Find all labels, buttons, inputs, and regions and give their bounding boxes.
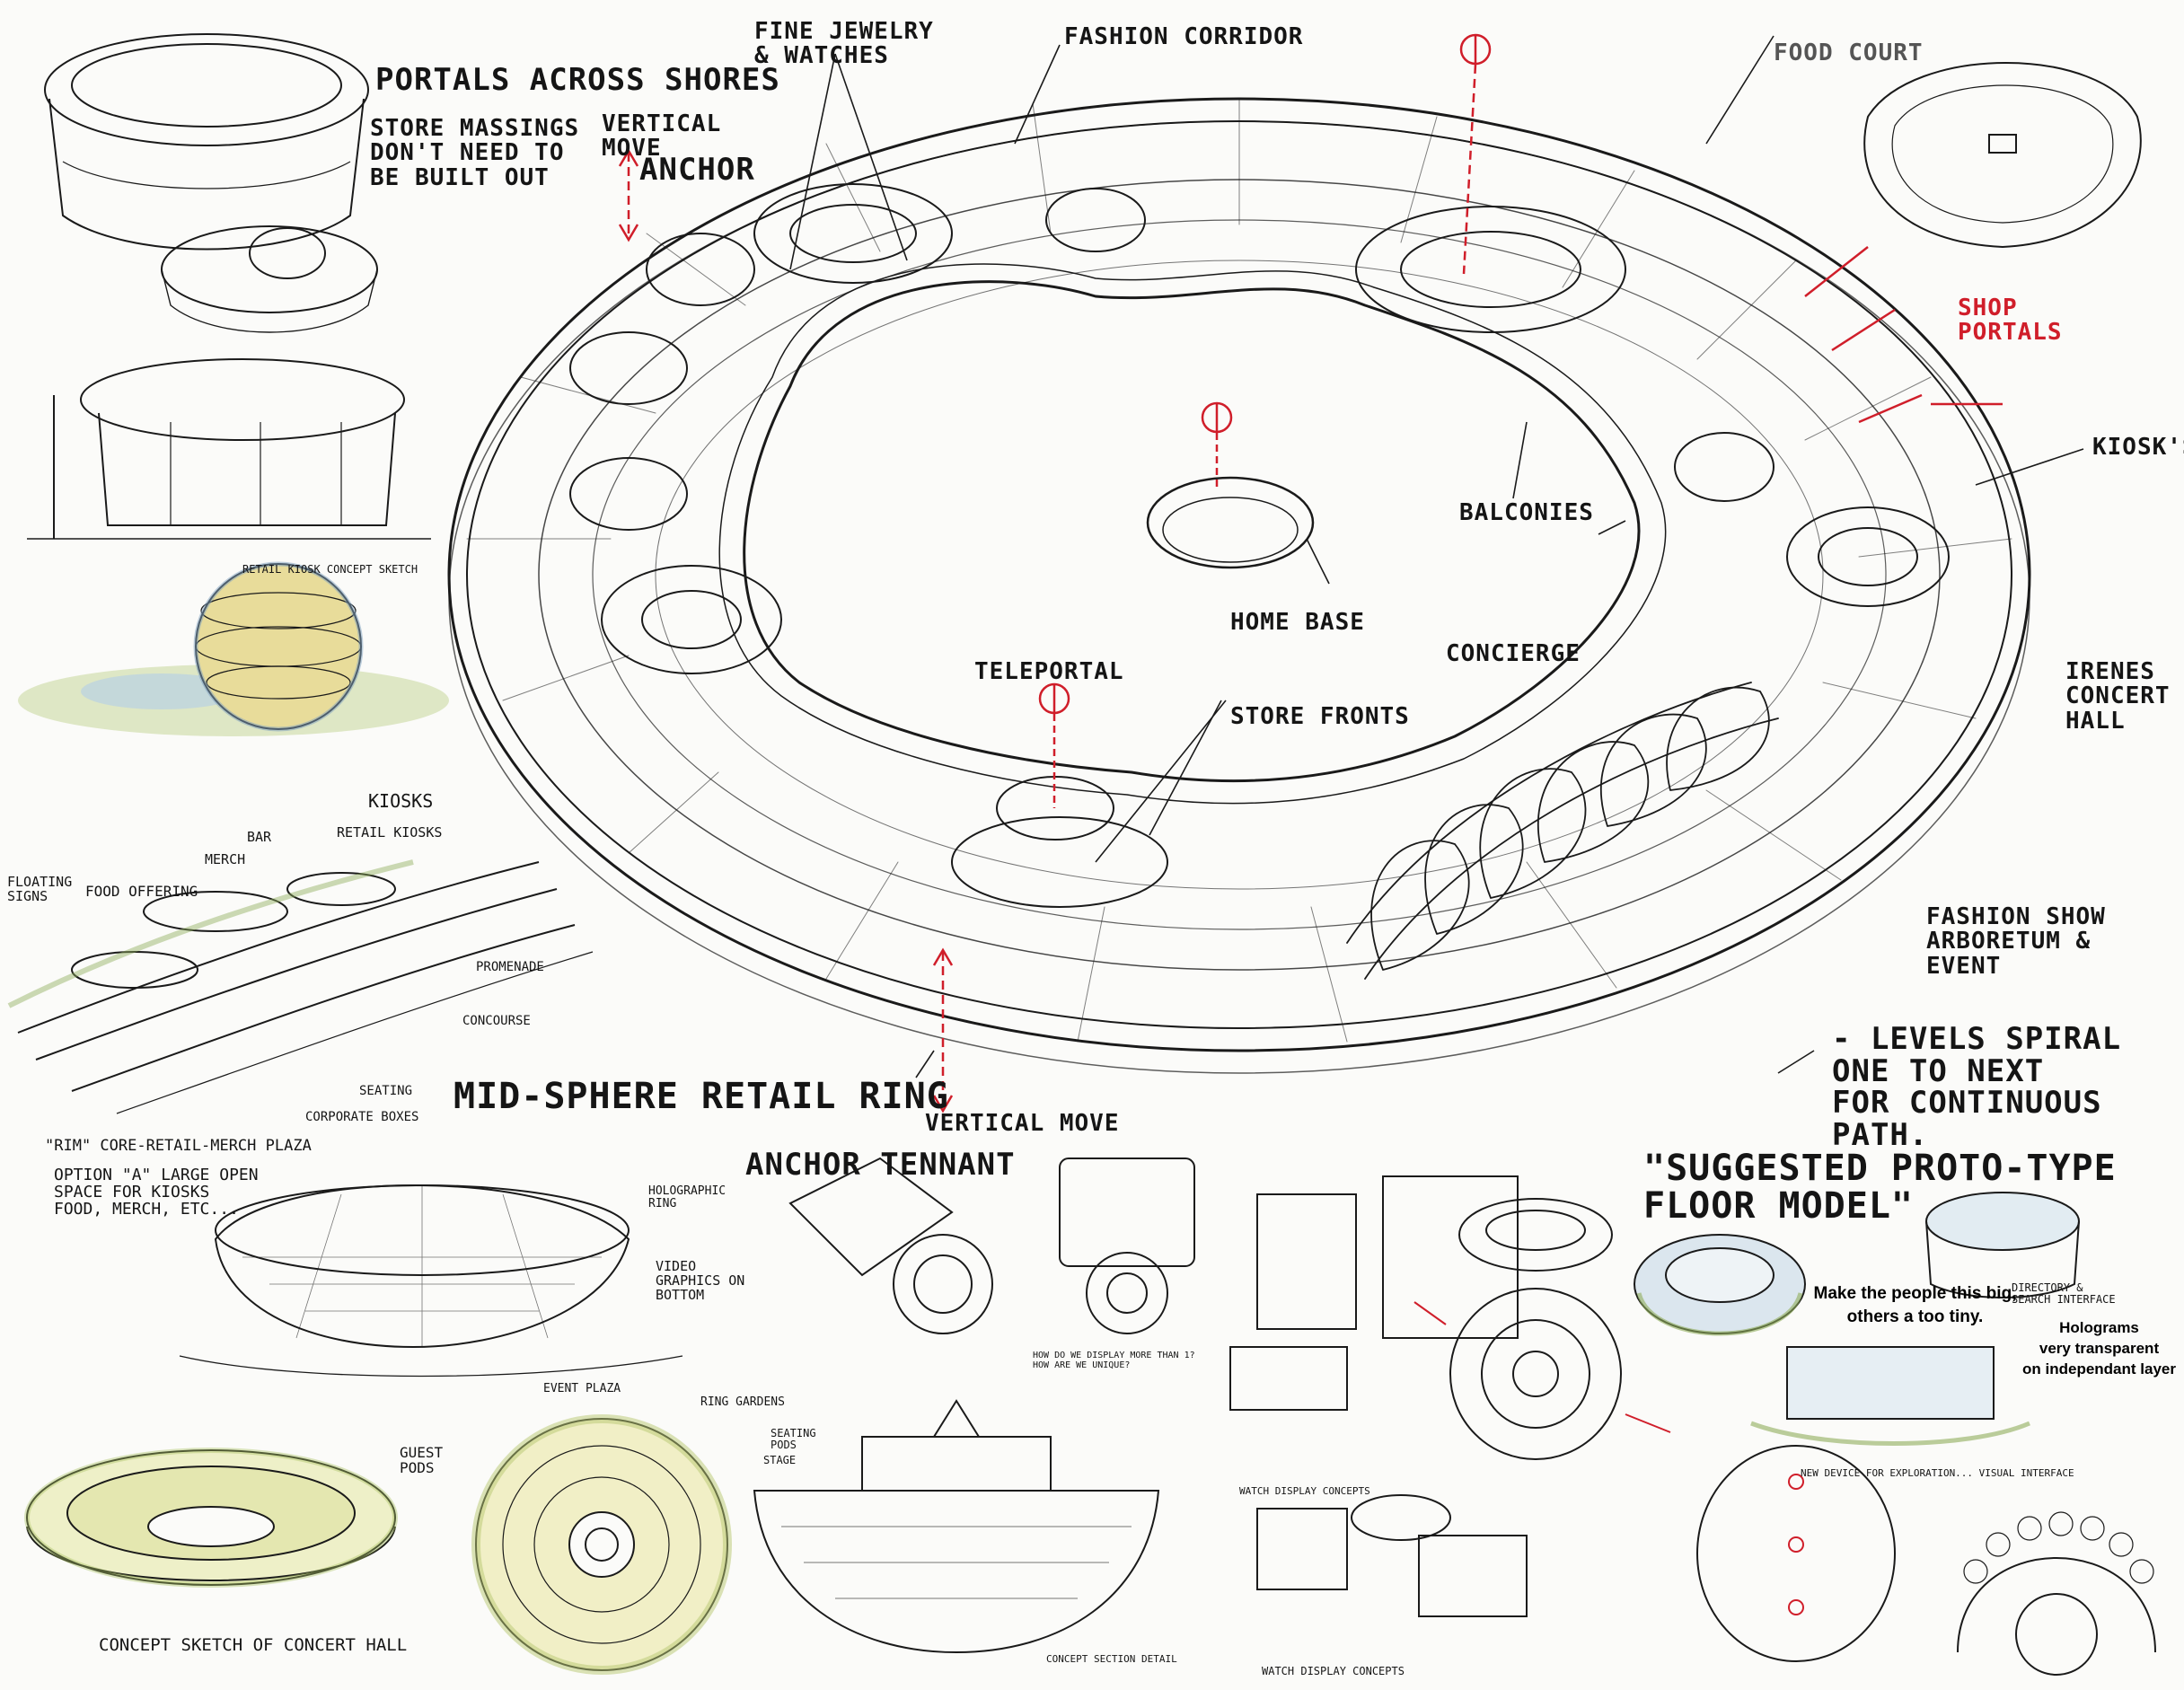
prototype-floor-model [1413,1198,1671,1460]
label-food-offering: FOOD OFFERING [85,883,198,900]
portal-store-vignette [44,33,378,333]
concert-hall-sketch [24,1448,398,1588]
label-vertical-move-top: VERTICAL MOVE [602,110,722,163]
label-food-court: FOOD COURT [1774,40,1924,66]
label-fashion-corridor: FASHION CORRIDOR [1064,23,1304,50]
label-retail-kiosks: RETAIL KIOSKS [337,824,443,841]
label-kiosks-left: KIOSKS [368,790,434,812]
kiosk-pavilion-vignette [27,358,431,540]
hologram-directory-vignettes [1634,1192,2080,1446]
label-event-plaza: EVENT PLAZA [543,1382,621,1395]
label-concierge: CONCIERGE [1446,640,1581,667]
label-mid-sphere-retail-ring: MID-SPHERE RETAIL RING [454,1076,949,1117]
label-floating-signs: FLOATING SIGNS [7,874,73,904]
label-how-do-we-display: HOW DO WE DISPLAY MORE THAN 1? HOW ARE W… [1033,1351,1195,1370]
red-markups [618,33,2003,1113]
retail-kiosk-sphere [18,561,449,736]
label-fine-jewelry: FINE JEWELRY & WATCHES [754,18,934,70]
label-retail-kiosk-concept: RETAIL KIOSK CONCEPT SKETCH [242,563,418,576]
label-video-graphics: VIDEO GRAPHICS ON BOTTOM [656,1258,745,1303]
label-merch: MERCH [205,851,246,867]
label-teleportal: TELEPORTAL [974,658,1124,685]
label-kiosks-right: KIOSK'S [2092,434,2184,461]
label-anchor-tennant: ANCHOR TENNANT [745,1147,1016,1183]
anchor-tennant-plan [788,1157,1195,1334]
label-concept-sketch-concert-hall: CONCEPT SKETCH OF CONCERT HALL [99,1635,408,1655]
label-option-a: OPTION "A" LARGE OPEN SPACE FOR KIOSKS F… [54,1166,259,1219]
label-ring-gardens: RING GARDENS [700,1395,785,1409]
label-levels-spiral: - LEVELS SPIRAL ONE TO NEXT FOR CONTINUO… [1832,1021,2122,1154]
label-bar: BAR [247,829,272,845]
label-concept-section: CONCEPT SECTION DETAIL [1046,1653,1177,1665]
label-anchor: ANCHOR [639,152,755,188]
label-store-massings: STORE MASSINGS DON'T NEED TO BE BUILT OU… [370,115,580,191]
label-stage: STAGE [763,1454,797,1466]
label-shop-portals: SHOP PORTALS [1958,295,2063,347]
leader-lines [789,35,2084,1078]
label-vertical-move-bottom: VERTICAL MOVE [925,1110,1120,1137]
visual-interface-dial [1957,1511,2156,1676]
label-suggested-prototype: "SUGGESTED PROTO-TYPE FLOOR MODEL" [1643,1148,2117,1227]
label-watch-display-concepts: WATCH DISPLAY CONCEPTS [1262,1665,1405,1677]
label-new-device: NEW DEVICE FOR EXPLORATION... VISUAL INT… [1801,1467,2074,1479]
label-irenes-concert-hall: IRENES CONCERT HALL [2065,658,2171,735]
note-people-size: Make the people this big, others a too t… [1813,1284,2017,1326]
food-court-mini-plan [1863,62,2142,249]
label-watch-display-concepts-2: WATCH DISPLAY CONCEPTS [1239,1485,1370,1497]
label-corporate-boxes: CORPORATE BOXES [305,1110,419,1124]
label-directory: DIRECTORY & SEARCH INTERFACE [2012,1281,2116,1306]
note-holograms: Holograms very transparent on independan… [2022,1319,2176,1378]
label-rim-plaza: "RIM" CORE-RETAIL-MERCH PLAZA [45,1137,312,1155]
directory-plan [1696,1445,1896,1662]
label-promenade: PROMENADE [476,960,544,974]
label-seating: SEATING [359,1084,413,1098]
label-seating-pods: SEATING PODS [771,1427,816,1451]
watch-display-concepts [1229,1175,1528,1617]
rim-plaza-dome [179,1184,683,1378]
label-balconies: BALCONIES [1459,499,1594,526]
label-concourse: CONCOURSE [462,1014,531,1028]
label-store-fronts: STORE FRONTS [1230,703,1410,730]
label-guest-pods: GUEST PODS [400,1444,444,1476]
label-fashion-show: FASHION SHOW ARBORETUM & EVENT [1926,903,2106,980]
main-retail-ring [447,97,2031,1074]
promenade-concourse-sketch [7,859,594,1114]
label-holographic-ring: HOLOGRAPHIC RING [648,1184,727,1210]
ring-gardens-plan [471,1414,732,1675]
concept-section-bowl [753,1399,1160,1654]
label-home-base: HOME BASE [1230,609,1365,636]
label-portals-across-shores: PORTALS ACROSS SHORES [375,62,780,98]
